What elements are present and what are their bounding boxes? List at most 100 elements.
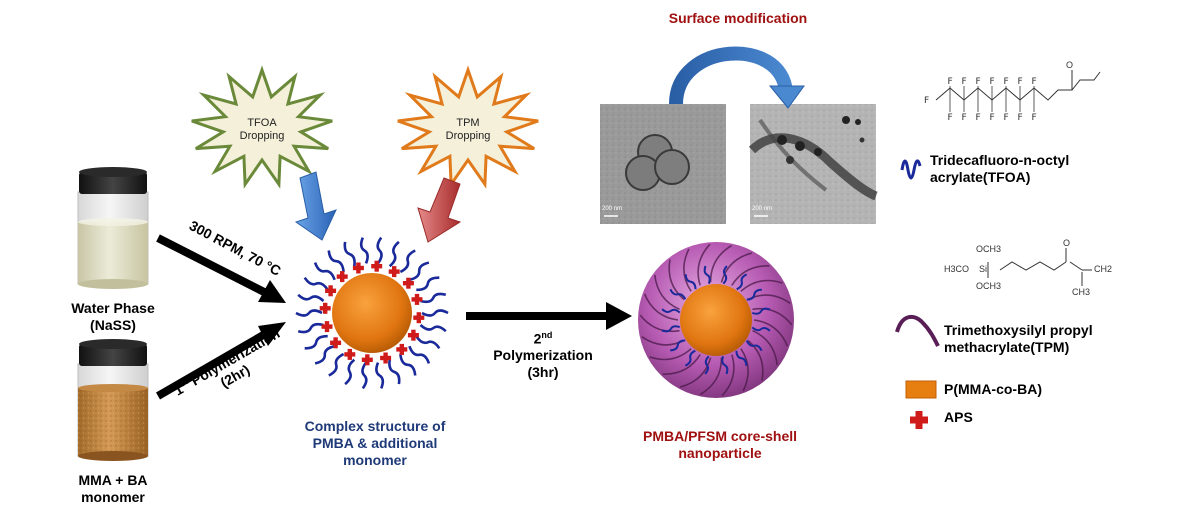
aps-mark bbox=[388, 266, 400, 278]
tfoa-chain bbox=[704, 355, 710, 375]
tfoa-chain-ring bbox=[295, 236, 449, 390]
surface-modification-title: Surface modification bbox=[668, 10, 808, 26]
tfoa-chain bbox=[303, 276, 329, 291]
tfoa-chain bbox=[313, 262, 336, 281]
aps-ring bbox=[319, 260, 425, 366]
tpm-chain bbox=[709, 244, 733, 283]
fluorine-atom: F bbox=[1018, 77, 1023, 87]
tfoa-chain bbox=[388, 359, 401, 385]
tfoa-chain bbox=[746, 288, 762, 301]
legend-pmmaba-swatch bbox=[905, 380, 937, 399]
tfoa-chain bbox=[297, 322, 324, 334]
fluorine-atom: F bbox=[1032, 77, 1037, 87]
tpm-chain bbox=[649, 348, 692, 361]
tfoa-chain bbox=[343, 241, 356, 267]
tfoa-chain bbox=[375, 362, 385, 389]
aps-mark bbox=[407, 329, 419, 341]
tfoa-chain bbox=[661, 308, 681, 314]
tfoa-chain bbox=[684, 349, 696, 367]
aps-mark bbox=[336, 271, 348, 283]
core-shell-label: PMBA/PFSM core-shell nanoparticle bbox=[642, 428, 798, 461]
fluorine-atom: F bbox=[948, 113, 953, 123]
tfoa-chain bbox=[295, 309, 323, 317]
tpm-drop-arrow bbox=[417, 177, 462, 243]
aps-mark bbox=[402, 277, 414, 289]
tfoa-drop-arrow bbox=[294, 171, 337, 241]
complex-particle bbox=[295, 236, 449, 390]
tfoa-chain bbox=[416, 276, 440, 292]
shell-lines bbox=[639, 243, 793, 397]
tfoa-chain bbox=[408, 345, 431, 364]
fluorine-atom: F bbox=[962, 77, 967, 87]
tfoa-chain bbox=[703, 265, 711, 285]
tfoa-chain bbox=[669, 288, 687, 300]
tpm-chain bbox=[662, 354, 701, 375]
aps-mark bbox=[321, 321, 333, 333]
tpm-chain bbox=[699, 357, 723, 396]
tfoa-chain bbox=[670, 339, 686, 352]
second-polymerization-label: 2nd Polymerization (3hr) bbox=[493, 330, 593, 381]
tpm-chain bbox=[668, 259, 685, 301]
tpm-chain bbox=[731, 265, 770, 286]
fluorine-atom: F bbox=[1032, 113, 1037, 123]
tem-scale-label-1: 200 nm bbox=[602, 206, 623, 212]
tpm-och3-top: OCH3 bbox=[976, 244, 1002, 254]
legend-aps-label: APS bbox=[944, 409, 973, 425]
tem-image-1 bbox=[600, 104, 726, 224]
legend-tfoa-icon bbox=[900, 159, 922, 180]
tfoa-chain bbox=[661, 325, 681, 333]
aps-mark bbox=[380, 352, 392, 364]
tfoa-chain bbox=[421, 309, 449, 317]
tpm-chain bbox=[720, 252, 753, 283]
tpm-chain bbox=[721, 354, 735, 397]
tfoa-chain bbox=[314, 344, 335, 365]
tfoa-chain bbox=[415, 335, 441, 350]
tfoa-chain bbox=[376, 236, 383, 265]
tfoa-chain bbox=[420, 292, 447, 304]
tem-image-2 bbox=[748, 104, 878, 224]
tpm-chain bbox=[654, 274, 680, 311]
aps-mark bbox=[396, 343, 408, 355]
tfoa-chain bbox=[399, 249, 416, 274]
shell-chains bbox=[661, 265, 771, 375]
legend-tpm-icon bbox=[895, 314, 940, 347]
tfoa-chain bbox=[751, 326, 771, 332]
monomer-jar bbox=[77, 339, 149, 461]
arrow-second-polymerization bbox=[466, 302, 632, 330]
tfoa-star-label: TFOA Dropping bbox=[239, 117, 285, 143]
tfoa-chain bbox=[304, 334, 328, 350]
core-shell-particle bbox=[638, 242, 794, 398]
tfoa-chain bbox=[419, 324, 447, 333]
tfoa-chain bbox=[328, 352, 345, 377]
tpm-chain bbox=[752, 307, 793, 326]
fluorine-atom: F bbox=[924, 96, 929, 106]
tfoa-chain bbox=[388, 240, 400, 268]
arrow-monomer-to-complex bbox=[155, 322, 286, 400]
tfoa-chain bbox=[751, 307, 771, 315]
fluorine-atom: F bbox=[990, 113, 995, 123]
core bbox=[680, 284, 752, 356]
water-phase-label: Water Phase (NaSS) bbox=[71, 300, 155, 333]
tpm-och3-bot: OCH3 bbox=[976, 281, 1002, 291]
tpm-structure bbox=[987, 248, 1092, 286]
aps-mark bbox=[413, 312, 425, 324]
legend-aps-icon bbox=[910, 411, 928, 429]
fluorine-atom: F bbox=[976, 113, 981, 123]
tpm-chain bbox=[740, 348, 749, 392]
pmmaba-core bbox=[332, 273, 412, 353]
tfoa-chain bbox=[359, 237, 369, 264]
tfoa-chain bbox=[745, 340, 763, 352]
tpm-chain bbox=[753, 319, 789, 347]
aps-mark bbox=[330, 337, 342, 349]
fluorine-atom: F bbox=[1004, 77, 1009, 87]
tpm-chain bbox=[643, 293, 679, 321]
aps-mark bbox=[361, 354, 373, 366]
tpm-ester-o: O bbox=[1063, 238, 1071, 248]
tpm-dropping-star bbox=[397, 65, 539, 189]
tpm-ch3: CH3 bbox=[1072, 287, 1091, 297]
fluorine-atom: F bbox=[990, 77, 995, 87]
tpm-chain bbox=[683, 248, 692, 292]
tpm-chain bbox=[697, 243, 711, 286]
